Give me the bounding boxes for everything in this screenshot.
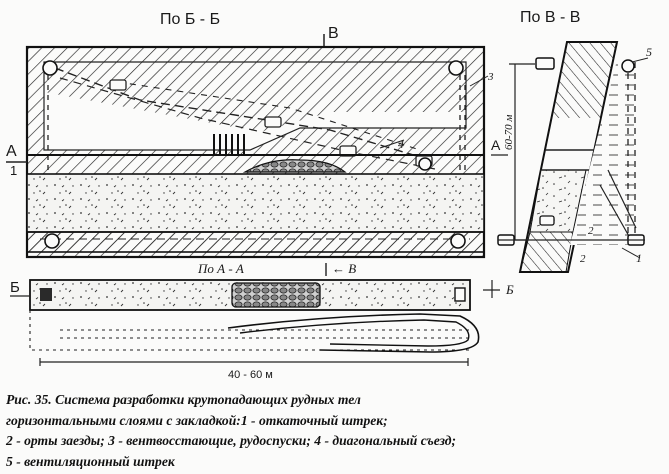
caption-line-2: горизонтальными слоями с закладкой:1 - о… bbox=[6, 412, 388, 428]
caption-line-4: 5 - вентиляционный штрек bbox=[6, 453, 175, 469]
mark-a-left: A bbox=[6, 143, 17, 160]
label-3: 3 bbox=[487, 71, 494, 83]
ort-mouth bbox=[418, 157, 432, 171]
section-vv-title: По В - В bbox=[520, 9, 580, 26]
label-4: 4 bbox=[398, 137, 404, 151]
section-aa: По А - А ← В Б Б 40 - 60 м bbox=[10, 261, 514, 381]
ort-ladder bbox=[213, 134, 245, 154]
section-aa-title: По А - А bbox=[197, 261, 244, 276]
mark-a-right: A bbox=[491, 137, 501, 153]
leader-3 bbox=[469, 75, 489, 87]
plan-drift-left bbox=[40, 288, 52, 301]
broken-ore-heap bbox=[242, 159, 347, 173]
diagonal-ramp-upper bbox=[117, 81, 421, 151]
haulage-loop bbox=[227, 313, 480, 353]
haulage-drift-right bbox=[450, 233, 466, 249]
mark-b-left: Б bbox=[10, 279, 20, 296]
section-bb-title: По Б - Б bbox=[160, 11, 220, 28]
mark-b-right: Б bbox=[505, 282, 514, 297]
mark-v-arrow: ← В bbox=[332, 261, 356, 276]
chute bbox=[264, 116, 282, 128]
mark-one-left: 1 bbox=[10, 163, 17, 178]
vent-drift-vv bbox=[535, 57, 555, 70]
plan-broken-ore bbox=[231, 282, 321, 308]
plan-drift-right bbox=[454, 287, 466, 302]
mark-b-top: B bbox=[328, 25, 339, 42]
section-bb: По Б - Б B bbox=[6, 11, 508, 259]
vent-drift-vv-right bbox=[621, 59, 635, 73]
caption-line-1: Рис. 35. Система разработки крутопадающи… bbox=[6, 392, 361, 407]
stope-void-vv bbox=[572, 118, 600, 170]
label-2-vv: 2 bbox=[588, 225, 594, 237]
label-5: 5 bbox=[646, 45, 652, 59]
chute bbox=[109, 79, 127, 91]
label-2b-vv: 2 bbox=[580, 253, 586, 265]
vent-drift-right bbox=[448, 60, 464, 76]
caption-line-3: 2 - орты заезды; 3 - вентвосстающие, руд… bbox=[6, 433, 457, 449]
section-vv: По В - В 60-70 м 5 2 2 1 bbox=[497, 9, 652, 273]
haulage-loop-inner bbox=[239, 319, 470, 347]
haulage-level bbox=[26, 231, 485, 253]
height-dimension: 60-70 м bbox=[503, 115, 515, 150]
ore-pass-vv bbox=[607, 169, 637, 229]
vent-drift-left bbox=[42, 60, 58, 76]
ore-pass-vv-b bbox=[599, 184, 631, 239]
ore-body-bottom-hatch bbox=[519, 231, 574, 273]
width-dimension: 40 - 60 м bbox=[228, 369, 273, 381]
leader-4 bbox=[379, 139, 405, 149]
ort-vv bbox=[539, 215, 555, 226]
figure-caption: Рис. 35. Система разработки крутопадающи… bbox=[6, 390, 666, 472]
ore-wedge bbox=[44, 62, 466, 132]
haulage-drift-left bbox=[44, 233, 60, 249]
ore-body-top-hatch bbox=[551, 42, 617, 118]
diagonal-ramp bbox=[54, 67, 431, 161]
backfill-layer bbox=[26, 173, 485, 233]
diagonal-ramp-lower bbox=[59, 77, 441, 171]
